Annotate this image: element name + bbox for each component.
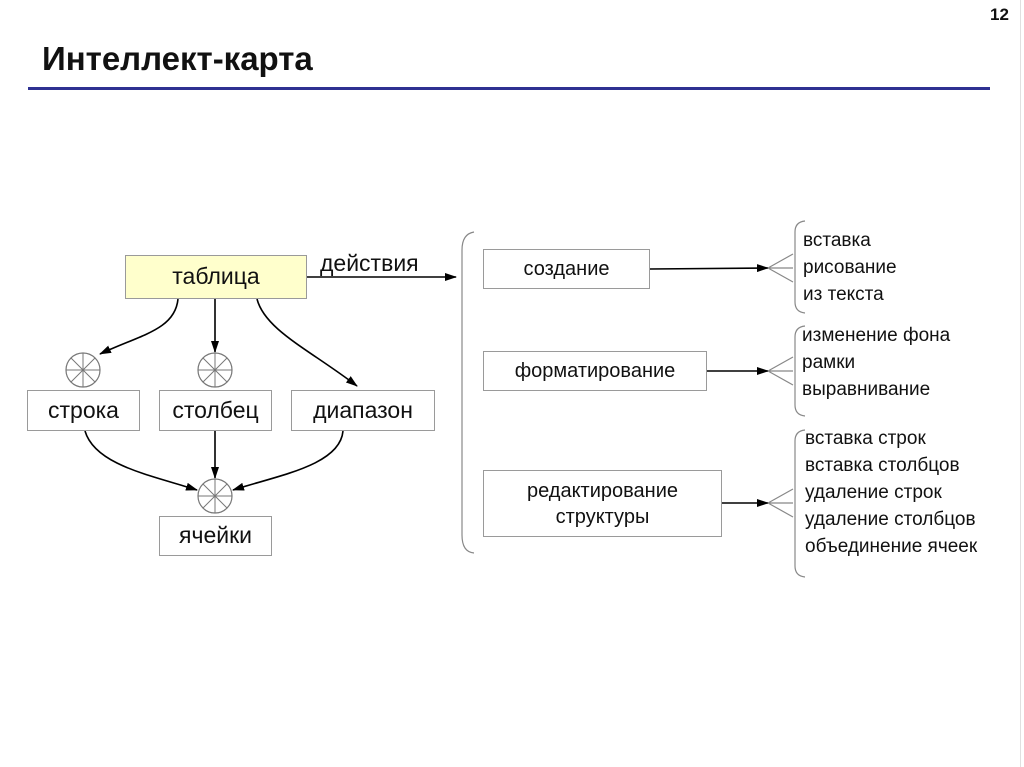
format-details: изменение фона рамки выравнивание — [802, 322, 950, 403]
node-column: столбец — [159, 390, 272, 431]
page-number: 12 — [990, 5, 1009, 24]
node-range: диапазон — [291, 390, 435, 431]
action-edit-structure: редактирование структуры — [483, 470, 722, 537]
detail-item: рисование — [803, 257, 897, 278]
slide-title: Интеллект-карта — [42, 40, 313, 77]
create-details: вставка рисование из текста — [803, 227, 897, 308]
detail-item: изменение фона — [802, 325, 951, 346]
title-underline — [28, 87, 990, 90]
crowfoot-create — [767, 253, 794, 283]
crowfoot-format — [767, 356, 794, 386]
node-table: таблица — [125, 255, 307, 299]
arrow-range-cells — [232, 430, 344, 491]
detail-item: удаление столбцов — [805, 509, 976, 530]
detail-item: удаление строк — [805, 482, 942, 503]
detail-item: вставка — [803, 230, 871, 251]
brace-format — [794, 325, 806, 417]
junction-row-icon — [65, 352, 101, 388]
action-create: создание — [483, 249, 650, 289]
brace-edit — [794, 429, 806, 578]
crowfoot-edit — [767, 488, 794, 518]
actions-label: действия — [320, 250, 419, 276]
node-cells: ячейки — [159, 516, 272, 556]
junction-column-icon — [197, 352, 233, 388]
detail-item: рамки — [802, 352, 856, 373]
arrow-create — [649, 264, 769, 273]
detail-item: вставка столбцов — [805, 455, 960, 476]
action-format: форматирование — [483, 351, 707, 391]
detail-item: объединение ячеек — [805, 536, 978, 557]
junction-cells-icon — [197, 478, 233, 514]
arrow-table-range — [256, 298, 358, 387]
slide-edge — [1020, 0, 1021, 767]
arrow-table-row — [99, 298, 179, 355]
detail-item: выравнивание — [802, 379, 931, 400]
detail-item: вставка строк — [805, 428, 926, 449]
arrow-row-cells — [84, 430, 198, 491]
brace-create — [794, 220, 806, 314]
edit-details: вставка строк вставка столбцов удаление … — [805, 425, 977, 560]
detail-item: из текста — [803, 284, 884, 305]
node-row: строка — [27, 390, 140, 431]
actions-brace — [461, 231, 475, 554]
